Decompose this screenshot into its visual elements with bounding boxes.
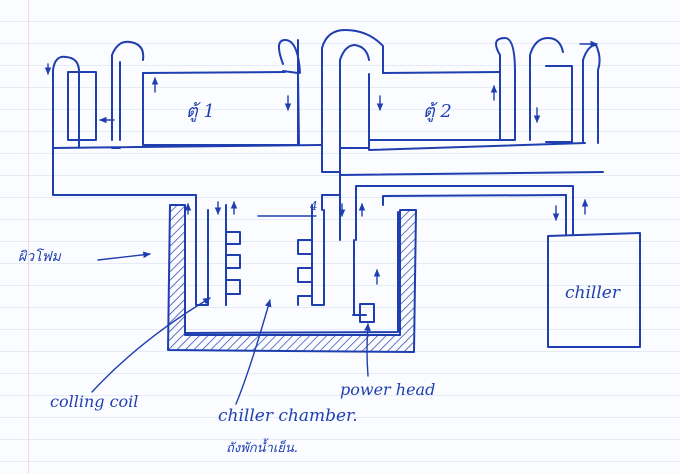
chamber-pointer <box>235 299 272 405</box>
chiller-label: chiller <box>565 283 620 303</box>
pump-pointer <box>364 323 371 377</box>
paper-margin-line <box>28 0 29 474</box>
tank-2-top <box>382 71 501 74</box>
chiller-chamber-thai-label: ถังพักน้ำเย็น. <box>226 441 298 456</box>
tank-1-label: ตู้ 1 <box>186 101 215 122</box>
chiller-unit <box>547 232 641 348</box>
chiller-feed-line <box>355 185 574 241</box>
tank-1-body <box>142 70 300 146</box>
coil-pointer <box>91 297 211 393</box>
flow-arrows <box>44 40 598 285</box>
tank-2-body <box>368 72 516 141</box>
tank-1-top <box>142 71 286 74</box>
foam-pointer <box>97 251 151 261</box>
left-overflow-box <box>67 71 97 141</box>
tank-2-label: ตู้ 2 <box>423 101 452 122</box>
chiller-return-line <box>382 194 567 206</box>
cooling-coil-right <box>297 239 313 306</box>
lower-manifold <box>52 139 370 173</box>
chiller-chamber-label: chiller chamber. <box>218 406 358 426</box>
right-overflow-box <box>545 65 573 143</box>
power-head-pump <box>359 303 375 323</box>
sump-inner-wall <box>184 209 399 334</box>
cooling-coil-label: colling coil <box>50 392 139 411</box>
marker-four-label: 4 <box>310 199 318 213</box>
main-pipe-manifold <box>52 29 604 211</box>
foam-wall-label: ผิวโฟม <box>18 249 61 265</box>
power-head-label: power head <box>340 380 436 399</box>
foam-insulation <box>167 204 417 353</box>
cooling-coil-left <box>225 231 241 306</box>
sump-inlet-pipes <box>195 194 367 316</box>
